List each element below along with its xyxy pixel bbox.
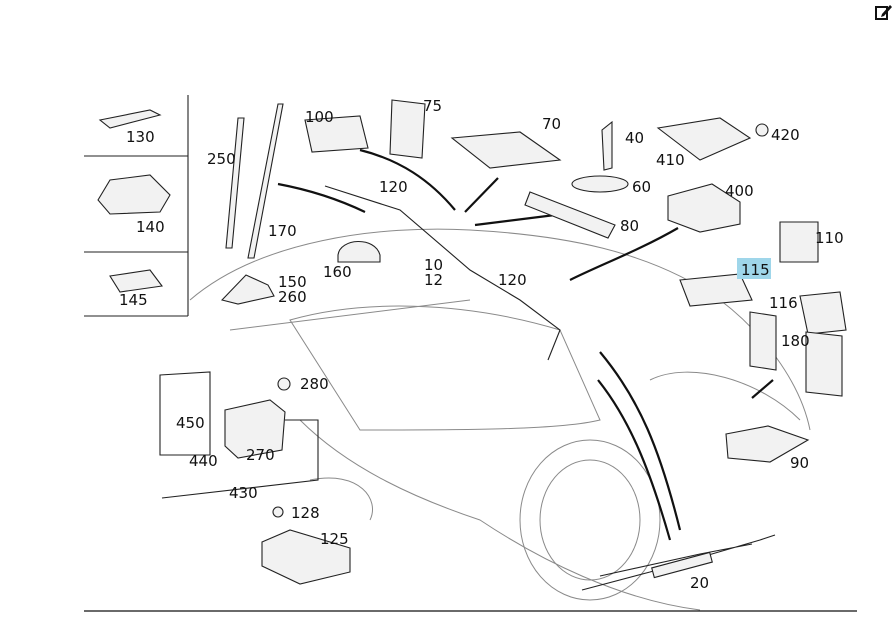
label-part-260[interactable]: 260 — [278, 288, 307, 306]
part-115-shape — [679, 273, 753, 307]
label-part-12[interactable]: 12 — [424, 271, 443, 289]
label-part-116[interactable]: 116 — [769, 294, 798, 312]
label-part-440[interactable]: 440 — [189, 452, 218, 470]
part-128-shape — [272, 506, 284, 518]
label-part-280[interactable]: 280 — [300, 375, 329, 393]
label-part-90[interactable]: 90 — [790, 454, 809, 472]
label-part-450[interactable]: 450 — [176, 414, 205, 432]
part-270-shape — [224, 399, 286, 459]
label-part-60[interactable]: 60 — [632, 178, 651, 196]
label-part-100[interactable]: 100 — [305, 108, 334, 126]
part-145-shape — [109, 269, 163, 293]
part-20-module — [651, 551, 713, 579]
label-part-80[interactable]: 80 — [620, 217, 639, 235]
part-115-highlight — [737, 258, 771, 279]
part-70-shape — [450, 131, 562, 169]
part-125-shape — [261, 529, 351, 585]
harness-10-12 — [324, 185, 561, 361]
part-130-shape — [98, 109, 162, 129]
label-part-150[interactable]: 150 — [278, 273, 307, 291]
label-part-250[interactable]: 250 — [207, 150, 236, 168]
label-part-75[interactable]: 75 — [423, 97, 442, 115]
label-part-140[interactable]: 140 — [136, 218, 165, 236]
label-part-145[interactable]: 145 — [119, 291, 148, 309]
part-180-shape-a — [749, 311, 777, 371]
part-410-shape — [656, 117, 752, 161]
part-labels: 130 140 145 250 170 150 260 100 75 70 40… — [119, 97, 844, 592]
label-part-115[interactable]: 115 — [741, 261, 770, 279]
part-150-shape — [220, 274, 275, 305]
label-part-410[interactable]: 410 — [656, 151, 685, 169]
part-250-shape — [225, 117, 245, 249]
part-400-shape — [667, 183, 741, 233]
label-part-170[interactable]: 170 — [268, 222, 297, 240]
label-part-120-bottom[interactable]: 120 — [498, 271, 527, 289]
label-part-40[interactable]: 40 — [625, 129, 644, 147]
label-part-70[interactable]: 70 — [542, 115, 561, 133]
label-part-400[interactable]: 400 — [725, 182, 754, 200]
label-part-128[interactable]: 128 — [291, 504, 320, 522]
antenna-cables — [159, 371, 319, 499]
edit-button[interactable] — [874, 2, 894, 22]
label-part-125[interactable]: 125 — [320, 530, 349, 548]
part-116-shape — [799, 291, 847, 335]
part-420-shape — [755, 123, 769, 137]
component-shapes — [159, 99, 847, 591]
label-part-10[interactable]: 10 — [424, 256, 443, 274]
part-160-shape — [337, 241, 381, 263]
label-part-120-top[interactable]: 120 — [379, 178, 408, 196]
small-parts-panel — [84, 95, 189, 317]
label-part-160[interactable]: 160 — [323, 263, 352, 281]
label-part-20[interactable]: 20 — [690, 574, 709, 592]
part-110-shape — [779, 221, 819, 263]
part-90-shape — [725, 425, 810, 463]
edit-icon — [875, 5, 892, 20]
part-40-shape — [601, 120, 613, 171]
label-part-430[interactable]: 430 — [229, 484, 258, 502]
label-part-110[interactable]: 110 — [815, 229, 844, 247]
label-part-420[interactable]: 420 — [771, 126, 800, 144]
part-60-shape — [571, 175, 629, 193]
part-280-shape — [277, 377, 291, 391]
part-100-shape — [304, 115, 369, 153]
part-170-shape — [247, 103, 284, 259]
label-part-180[interactable]: 180 — [781, 332, 810, 350]
part-80-shape — [524, 191, 616, 239]
label-part-270[interactable]: 270 — [246, 446, 275, 464]
assembly-arrows — [277, 148, 774, 541]
label-part-130[interactable]: 130 — [126, 128, 155, 146]
part-75-shape — [389, 99, 426, 159]
part-180-shape-b — [805, 331, 843, 397]
part-140-shape — [97, 174, 171, 215]
